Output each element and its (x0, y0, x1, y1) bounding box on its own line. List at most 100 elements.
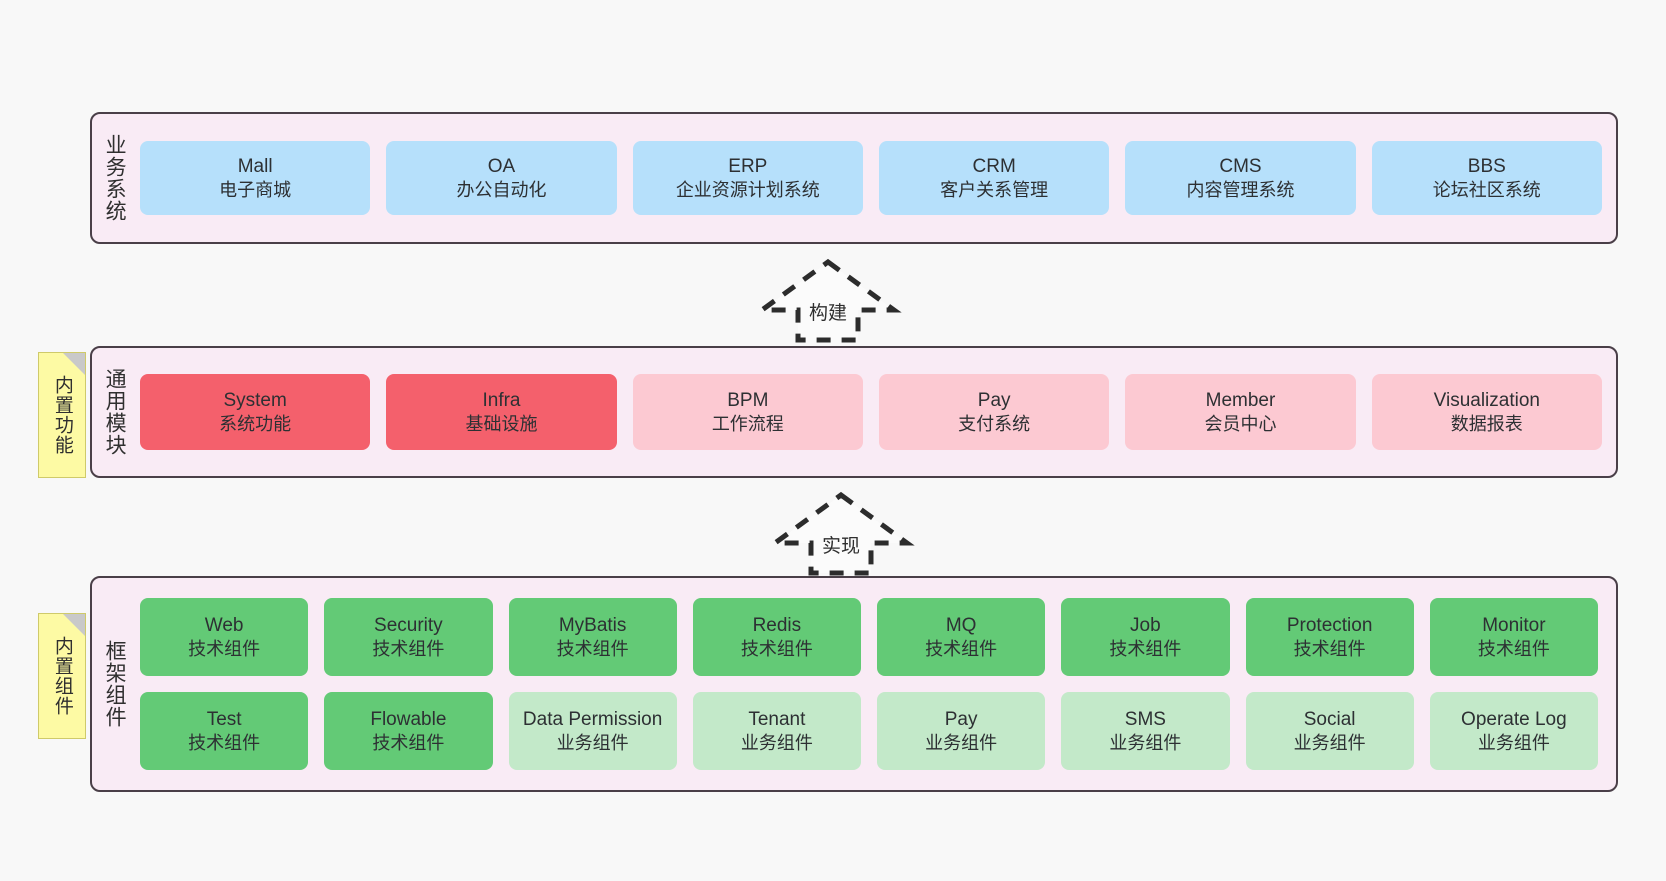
module-member-name: Member (1205, 389, 1276, 411)
component-mq-name: MQ (945, 614, 977, 636)
component-pay[interactable]: Pay 业务组件 (877, 692, 1046, 770)
component-pay-name: Pay (944, 708, 978, 730)
module-bbs-desc: 论坛社区系统 (1432, 179, 1541, 200)
component-tenant-name: Tenant (748, 708, 806, 730)
component-protection[interactable]: Protection 技术组件 (1245, 598, 1414, 676)
module-cms-name: CMS (1219, 155, 1262, 177)
component-sms[interactable]: SMS 业务组件 (1061, 692, 1230, 770)
component-operate-log-type: 业务组件 (1477, 732, 1550, 753)
component-test-type: 技术组件 (188, 732, 261, 753)
module-erp-name: ERP (728, 155, 768, 177)
component-tenant-type: 业务组件 (740, 732, 813, 753)
note-builtin-components: 内置组件 (38, 613, 86, 739)
module-erp-desc: 企业资源计划系统 (675, 179, 820, 200)
component-test[interactable]: Test 技术组件 (140, 692, 309, 770)
component-flowable-type: 技术组件 (372, 732, 445, 753)
layer-common-row: System 系统功能 Infra 基础设施 BPM 工作流程 Pay 支付系统… (140, 374, 1602, 450)
component-data-permission-type: 业务组件 (556, 732, 629, 753)
layer-framework-components: 框架组件 Web 技术组件 Security 技术组件 MyBatis 技术组件… (90, 576, 1618, 792)
component-flowable[interactable]: Flowable 技术组件 (324, 692, 493, 770)
layer-framework-title: 框架组件 (103, 640, 127, 728)
component-mybatis[interactable]: MyBatis 技术组件 (508, 598, 677, 676)
component-redis[interactable]: Redis 技术组件 (692, 598, 861, 676)
module-cms-desc: 内容管理系统 (1186, 179, 1295, 200)
module-bpm-desc: 工作流程 (711, 413, 784, 434)
component-monitor-type: 技术组件 (1477, 638, 1550, 659)
layer-framework-row-business: Test 技术组件 Flowable 技术组件 Data Permission … (140, 692, 1598, 770)
component-protection-name: Protection (1286, 614, 1373, 636)
module-infra-name: Infra (482, 389, 521, 411)
component-data-permission[interactable]: Data Permission 业务组件 (508, 692, 677, 770)
component-mq[interactable]: MQ 技术组件 (877, 598, 1046, 676)
module-crm-name: CRM (972, 155, 1016, 177)
component-redis-type: 技术组件 (740, 638, 813, 659)
module-system-name: System (223, 389, 287, 411)
layer-common-modules: 通用模块 System 系统功能 Infra 基础设施 BPM 工作流程 Pay… (90, 346, 1618, 478)
component-security-name: Security (374, 614, 443, 636)
module-oa-name: OA (487, 155, 516, 177)
component-redis-name: Redis (752, 614, 802, 636)
layer-business-title: 业务系统 (103, 134, 127, 222)
module-oa-desc: 办公自动化 (456, 179, 547, 200)
module-pay[interactable]: Pay 支付系统 (878, 374, 1110, 450)
module-mall[interactable]: Mall 电子商城 (140, 141, 371, 215)
module-visualization-desc: 数据报表 (1450, 413, 1523, 434)
component-security-type: 技术组件 (372, 638, 445, 659)
component-social-name: Social (1303, 708, 1356, 730)
module-system[interactable]: System 系统功能 (140, 374, 371, 450)
module-mall-desc: 电子商城 (219, 179, 292, 200)
layer-common-title: 通用模块 (103, 368, 127, 456)
layer-business-systems: 业务系统 Mall 电子商城 OA 办公自动化 ERP 企业资源计划系统 CRM… (90, 112, 1618, 244)
module-bpm-name: BPM (727, 389, 769, 411)
dashed-up-arrow-icon (754, 258, 902, 343)
component-job-name: Job (1130, 614, 1161, 636)
note-fold-corner-icon (63, 614, 85, 636)
component-pay-type: 业务组件 (925, 732, 998, 753)
module-infra[interactable]: Infra 基础设施 (386, 374, 617, 450)
component-web-name: Web (204, 614, 244, 636)
layer-business-row: Mall 电子商城 OA 办公自动化 ERP 企业资源计划系统 CRM 客户关系… (140, 141, 1602, 215)
module-bpm[interactable]: BPM 工作流程 (632, 374, 863, 450)
module-pay-name: Pay (977, 389, 1011, 411)
component-sms-name: SMS (1124, 708, 1166, 730)
connector-implement: 实现 (767, 491, 915, 576)
module-crm-desc: 客户关系管理 (940, 179, 1049, 200)
connector-build-label: 构建 (808, 303, 847, 324)
component-social-type: 业务组件 (1293, 732, 1366, 753)
connector-implement-label: 实现 (821, 536, 860, 557)
module-erp[interactable]: ERP 企业资源计划系统 (632, 141, 863, 215)
module-visualization[interactable]: Visualization 数据报表 (1371, 374, 1602, 450)
dashed-up-arrow-icon (767, 491, 915, 576)
module-member[interactable]: Member 会员中心 (1125, 374, 1356, 450)
component-job[interactable]: Job 技术组件 (1061, 598, 1230, 676)
note-builtin-features-label: 内置功能 (51, 375, 73, 455)
component-monitor-name: Monitor (1482, 614, 1546, 636)
component-social[interactable]: Social 业务组件 (1245, 692, 1414, 770)
component-operate-log-name: Operate Log (1461, 708, 1567, 730)
component-security[interactable]: Security 技术组件 (324, 598, 493, 676)
module-visualization-name: Visualization (1433, 389, 1540, 411)
module-member-desc: 会员中心 (1204, 413, 1277, 434)
module-infra-desc: 基础设施 (465, 413, 538, 434)
component-monitor[interactable]: Monitor 技术组件 (1429, 598, 1598, 676)
module-cms[interactable]: CMS 内容管理系统 (1125, 141, 1356, 215)
layer-framework-body: Web 技术组件 Security 技术组件 MyBatis 技术组件 Redi… (136, 578, 1616, 790)
component-sms-type: 业务组件 (1109, 732, 1182, 753)
component-job-type: 技术组件 (1109, 638, 1182, 659)
module-crm[interactable]: CRM 客户关系管理 (878, 141, 1110, 215)
component-test-name: Test (206, 708, 242, 730)
note-builtin-components-label: 内置组件 (51, 636, 73, 716)
note-builtin-features: 内置功能 (38, 352, 86, 478)
component-mybatis-type: 技术组件 (556, 638, 629, 659)
component-tenant[interactable]: Tenant 业务组件 (692, 692, 861, 770)
component-data-permission-name: Data Permission (522, 708, 663, 730)
connector-build: 构建 (754, 258, 902, 343)
component-flowable-name: Flowable (370, 708, 447, 730)
module-bbs[interactable]: BBS 论坛社区系统 (1371, 141, 1602, 215)
component-web-type: 技术组件 (188, 638, 261, 659)
module-oa[interactable]: OA 办公自动化 (386, 141, 617, 215)
layer-common-body: System 系统功能 Infra 基础设施 BPM 工作流程 Pay 支付系统… (136, 348, 1616, 476)
component-web[interactable]: Web 技术组件 (140, 598, 309, 676)
component-operate-log[interactable]: Operate Log 业务组件 (1429, 692, 1598, 770)
